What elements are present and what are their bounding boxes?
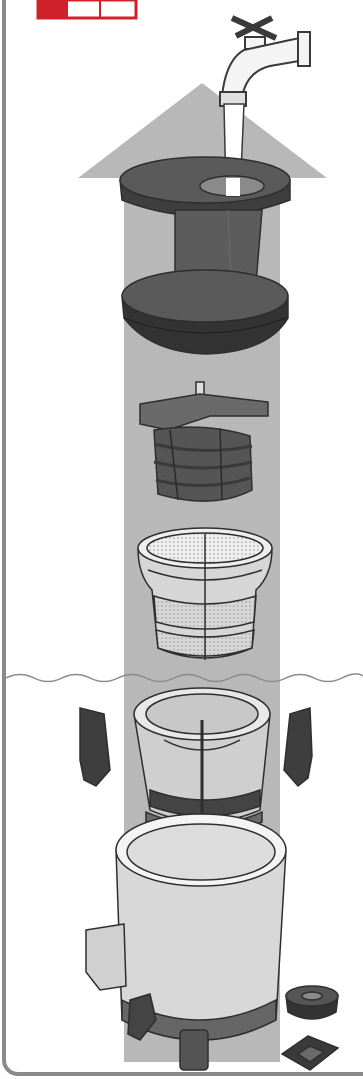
juice-spout-icon — [86, 924, 126, 990]
rotating-brush-icon — [134, 688, 270, 834]
red-badge-icon — [38, 0, 136, 18]
juice-cap-icon — [286, 986, 338, 1019]
fine-strainer-icon — [138, 528, 272, 660]
